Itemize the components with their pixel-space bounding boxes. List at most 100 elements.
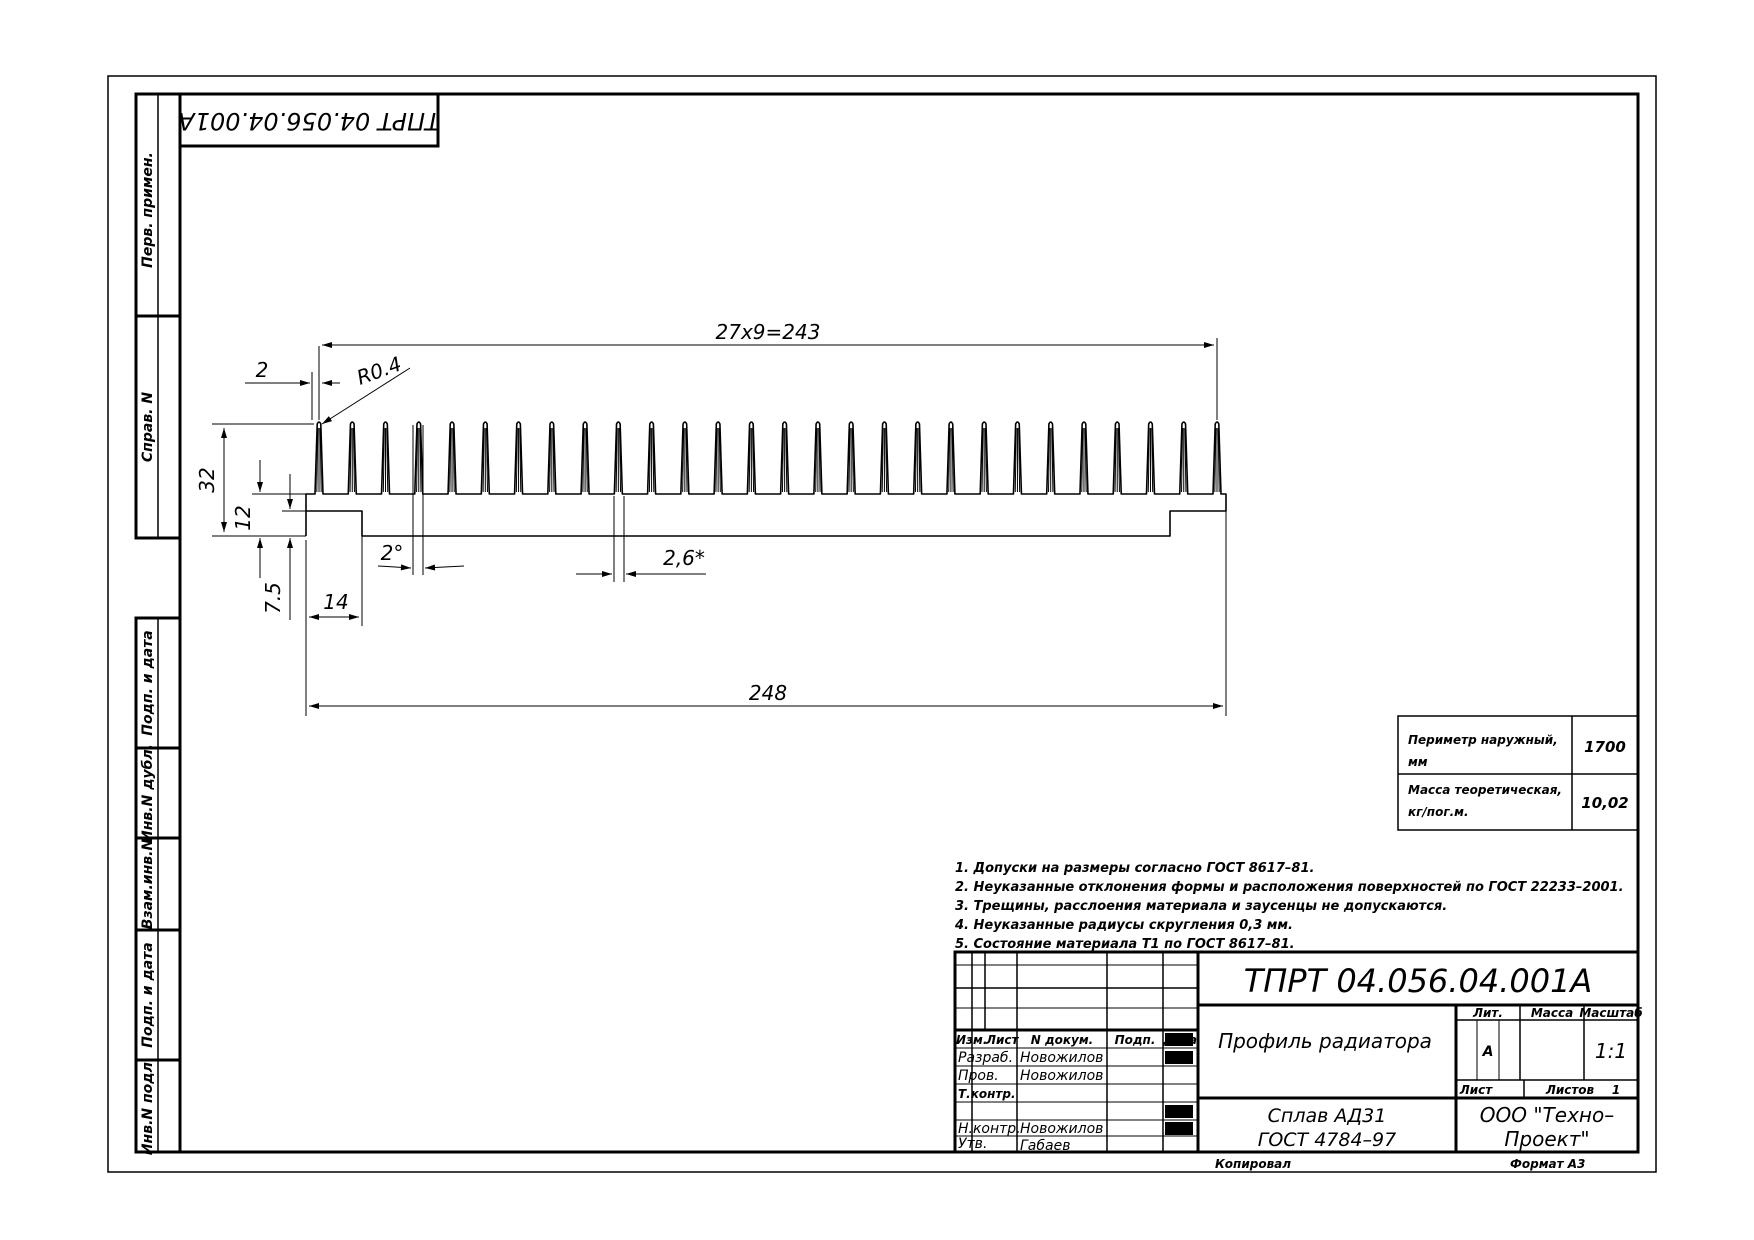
company-line-2: Проект" — [1504, 1127, 1589, 1151]
fin-line-8 — [582, 427, 585, 493]
fin-line-23 — [1084, 427, 1087, 493]
fin-line-4 — [452, 427, 455, 493]
dim-height-total: 32 — [195, 467, 219, 492]
property-value-mass: 10,02 — [1581, 794, 1628, 812]
side-label-0: Перв. примен. — [140, 152, 156, 268]
fin-line-6 — [515, 427, 518, 493]
note-2: 2. Неуказанные отклонения формы и распол… — [955, 880, 1624, 895]
fin-line-13 — [748, 427, 751, 493]
fin-line-22 — [1051, 427, 1054, 493]
col-header-doc: N докум. — [1031, 1033, 1094, 1047]
property-value-perimeter: 1700 — [1584, 738, 1626, 756]
fin-line-23 — [1081, 427, 1084, 493]
company-line-1: ООО "Техно– — [1480, 1103, 1614, 1127]
fin-line-8 — [585, 427, 588, 493]
property-label-perimeter: Периметр наружный, — [1408, 733, 1558, 747]
side-label-3: Инв.N дубл. — [140, 744, 156, 842]
fin-line-15 — [815, 427, 818, 493]
fin-line-20 — [984, 427, 987, 493]
fin-line-11 — [682, 427, 685, 493]
dim-fin-root: 2,6* — [663, 546, 705, 570]
fin-line-0 — [319, 427, 322, 493]
fin-line-7 — [552, 427, 555, 493]
fin-line-12 — [715, 427, 718, 493]
scale-value: 1:1 — [1595, 1039, 1627, 1063]
fin-line-10 — [648, 427, 651, 493]
dim-length-fins: 27x9=243 — [716, 320, 821, 344]
side-label-4: Взам.инв.N — [140, 839, 156, 930]
sheets-label: Листов — [1545, 1083, 1595, 1097]
fin-line-14 — [785, 427, 788, 493]
property-unit-perimeter: мм — [1408, 755, 1428, 769]
side-strip-bottom — [134, 616, 182, 1154]
note-3: 3. Трещины, расслоения материала и заусе… — [955, 899, 1447, 914]
fin-line-19 — [951, 427, 954, 493]
fin-line-22 — [1048, 427, 1051, 493]
lit-value: А — [1482, 1044, 1494, 1060]
mass-header: Масса — [1531, 1006, 1573, 1020]
side-label-6: Инв.N подл. — [140, 1057, 156, 1155]
side-strip-top — [134, 92, 182, 540]
fin-line-20 — [981, 427, 984, 493]
fin-line-11 — [685, 427, 688, 493]
part-name: Профиль радиатора — [1218, 1029, 1432, 1053]
dim-angle: 2° — [381, 541, 404, 565]
fin-line-6 — [519, 427, 522, 493]
fin-line-1 — [352, 427, 355, 493]
fin-line-2 — [382, 427, 385, 493]
fin-line-4 — [449, 427, 452, 493]
col-header-date: Дата — [1162, 1033, 1197, 1047]
fin-line-21 — [1014, 427, 1017, 493]
role-developer: Разраб. — [958, 1050, 1013, 1066]
fin-line-18 — [914, 427, 917, 493]
drawing-code: ТПРТ 04.056.04.001А — [1244, 962, 1593, 1000]
fin-line-27 — [1217, 427, 1220, 493]
fin-line-26 — [1181, 427, 1184, 493]
side-label-1: Справ. N — [140, 392, 156, 462]
fin-line-13 — [752, 427, 755, 493]
fin-line-1 — [349, 427, 352, 493]
copied-label: Копировал — [1215, 1157, 1291, 1171]
fin-line-19 — [948, 427, 951, 493]
fin-line-24 — [1117, 427, 1120, 493]
name-developer: Новожилов — [1020, 1050, 1103, 1066]
fin-line-5 — [482, 427, 485, 493]
fin-line-17 — [881, 427, 884, 493]
note-5: 5. Состояние материала Т1 по ГОСТ 8617–8… — [955, 937, 1295, 952]
col-header-sign: Подп. — [1115, 1033, 1156, 1047]
mirrored-code: ТПРТ 04.056.04.001А — [178, 107, 439, 135]
fin-line-16 — [848, 427, 851, 493]
fin-line-9 — [615, 427, 618, 493]
col-header-change: Изм. — [956, 1033, 987, 1047]
technical-notes: 1. Допуски на размеры согласно ГОСТ 8617… — [954, 861, 1624, 952]
dimension-lines — [212, 338, 1227, 716]
dim-height-base: 12 — [231, 505, 255, 530]
radiator-profile — [305, 421, 1227, 537]
col-header-sheet: Лист — [985, 1033, 1019, 1047]
side-label-5: Подп. и дата — [140, 942, 156, 1048]
note-1: 1. Допуски на размеры согласно ГОСТ 8617… — [955, 861, 1314, 876]
fin-line-21 — [1018, 427, 1021, 493]
mirrored-code-box: ТПРТ 04.056.04.001А — [178, 92, 440, 148]
dim-radius: R0.4 — [354, 352, 405, 390]
fin-line-3 — [416, 427, 419, 493]
dim-total-length: 248 — [749, 681, 787, 705]
fin-line-10 — [652, 427, 655, 493]
property-label-mass: Масса теоретическая, — [1408, 783, 1562, 797]
fin-line-5 — [485, 427, 488, 493]
lit-header: Лит. — [1472, 1006, 1503, 1020]
fin-line-3 — [419, 427, 422, 493]
fin-line-12 — [718, 427, 721, 493]
fin-line-9 — [619, 427, 622, 493]
name-checker: Новожилов — [1020, 1068, 1103, 1084]
fin-line-17 — [885, 427, 888, 493]
role-tech-control: Т.контр. — [958, 1087, 1016, 1101]
fin-line-25 — [1151, 427, 1154, 493]
fin-line-7 — [549, 427, 552, 493]
sheet-label: Лист — [1459, 1083, 1493, 1097]
dim-fin-thickness: 2 — [256, 358, 269, 382]
material-line-1: Сплав АД31 — [1268, 1105, 1387, 1127]
fin-line-15 — [818, 427, 821, 493]
fin-line-18 — [918, 427, 921, 493]
